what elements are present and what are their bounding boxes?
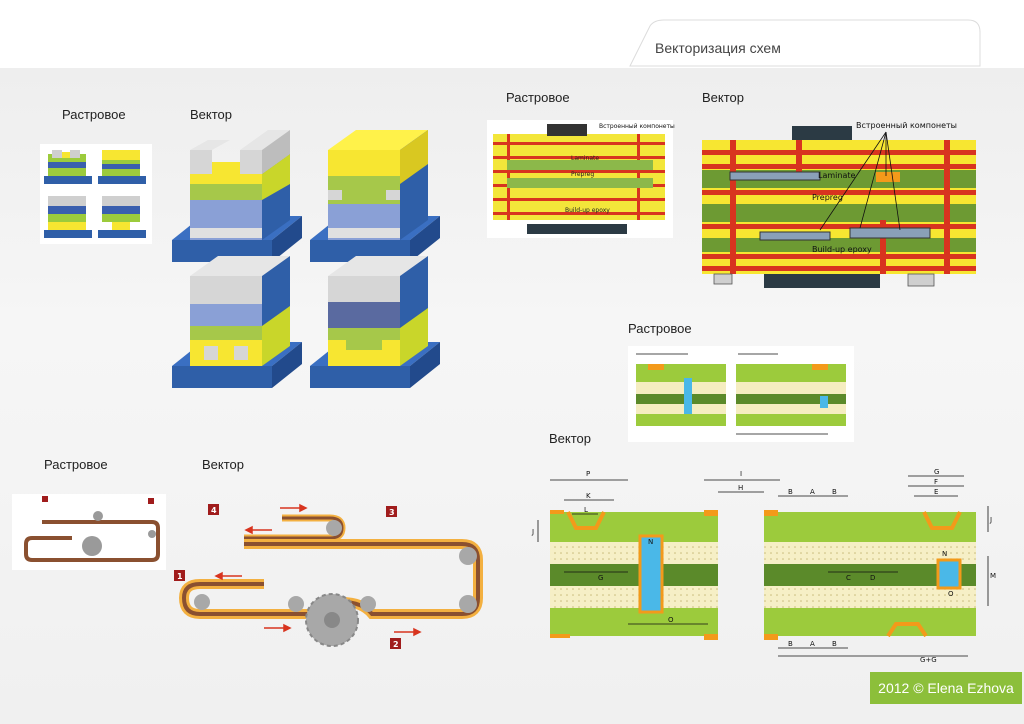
dim-l: L [584,506,588,514]
raster-conveyor-image [12,494,166,570]
chip-stack-4 [310,256,440,388]
vector-pcb-image: Встроенный компонеты Laminate Prepreg Bu… [702,121,976,288]
step-badge-1: 1 [177,572,183,581]
vector-via-image: P K L J N G O I H B A B G F E J M C D N … [531,468,996,664]
dim-k: K [586,492,591,500]
label-vector-3: Вектор [549,431,592,446]
step-badge-4: 4 [211,506,217,515]
label-raster-3: Растровое [628,321,692,336]
chip-stack-1 [172,130,302,262]
vector-pcb-buildup-label: Build-up epoxy [812,245,872,254]
raster-pcb-laminate-label: Laminate [571,155,599,162]
raster-pcb-embedded-label: Встроенный компонеты [599,123,675,130]
dim-a-top: A [810,488,815,496]
label-raster-4: Растровое [44,457,108,472]
dim-p: P [586,470,590,478]
label-vector-2: Вектор [702,90,745,105]
dim-e: E [934,488,938,496]
dim-n-right: N [942,550,947,558]
raster-pcb-image: Встроенный компонеты Laminate Prepreg Bu… [487,120,675,238]
dim-n-left: N [648,538,653,546]
vector-conveyor-image: 1 2 3 4 [174,503,483,649]
label-vector-1: Вектор [190,107,233,122]
raster-pcb-buildup-label: Build-up epoxy [565,207,610,214]
dim-d: D [870,574,875,582]
dim-b-bottom-2: B [832,640,837,648]
dim-g-right: G [934,468,939,476]
copyright-badge: 2012 © Elena Ezhova [870,672,1022,704]
dim-i: I [740,470,742,478]
step-badge-3: 3 [389,508,395,517]
dim-b-top-1: B [788,488,793,496]
page-title: Векторизация схем [655,40,781,56]
header-tab-shape [629,19,981,67]
label-raster-2: Растровое [506,90,570,105]
vector-pcb-laminate-label: Laminate [818,171,855,180]
dim-j-left: J [531,528,534,536]
dim-o-right: O [948,590,954,598]
label-raster-1: Растровое [62,107,126,122]
dim-a-bottom: A [810,640,815,648]
via-right-block [764,510,976,640]
chip-stack-3 [172,256,302,388]
via-left-block [550,510,718,640]
dim-g-left: G [598,574,603,582]
dim-f: F [934,478,938,486]
dim-o-left: O [668,616,674,624]
dim-j-right: J [989,516,992,524]
dim-h: H [738,484,743,492]
dim-b-top-2: B [832,488,837,496]
raster-chips-image [40,144,152,244]
raster-via-image [628,346,854,442]
vector-chips-image [172,130,440,388]
label-vector-4: Вектор [202,457,245,472]
vector-pcb-embedded-label: Встроенный компонеты [856,121,957,130]
dim-b-bottom-1: B [788,640,793,648]
dim-c: C [846,574,851,582]
vector-pcb-prepreg-label: Prepreg [812,193,843,202]
dim-m: M [990,572,996,580]
raster-pcb-prepreg-label: Prepreg [571,171,594,178]
chip-stack-2 [310,130,440,262]
step-badge-2: 2 [393,640,399,649]
dim-gg: G+G [920,656,937,664]
